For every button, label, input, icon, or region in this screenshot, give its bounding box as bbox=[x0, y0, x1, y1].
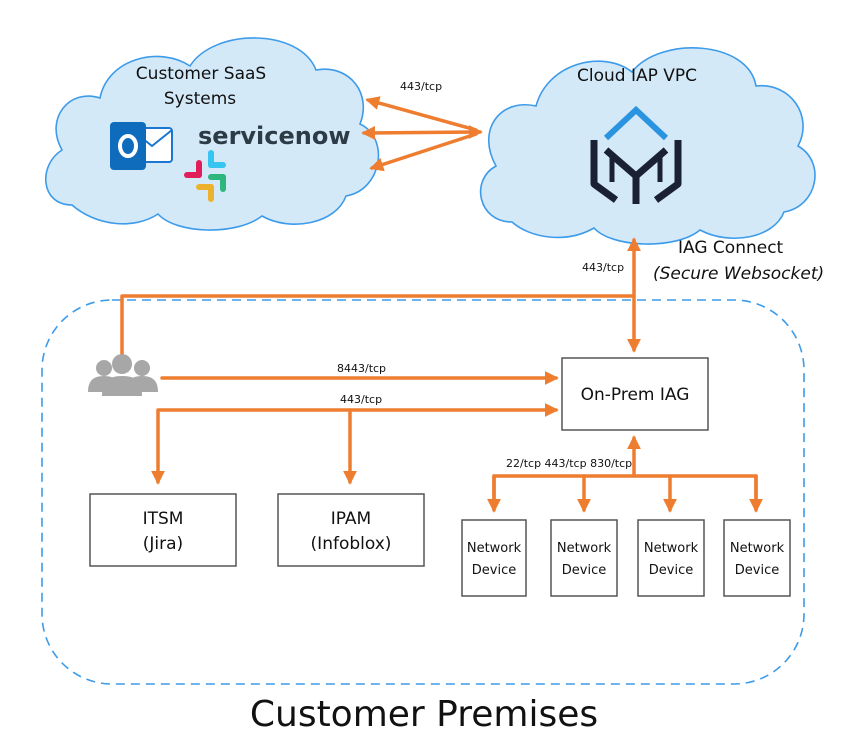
saas-title-line2: Systems bbox=[164, 89, 236, 109]
premises-boundary bbox=[41, 299, 805, 685]
network-device-3-line1: Network bbox=[644, 541, 699, 556]
itsm-box bbox=[89, 493, 237, 567]
itsm-label-line1: ITSM bbox=[143, 509, 184, 529]
users-port-label: 8443/tcp bbox=[337, 362, 386, 375]
network-device-4-line1: Network bbox=[730, 541, 785, 556]
on-prem-iag-box bbox=[561, 357, 709, 431]
network-device-3-line2: Device bbox=[649, 563, 693, 578]
network-device-4: Network Device bbox=[723, 519, 791, 597]
iag-connect-subtitle: (Secure Websocket) bbox=[653, 264, 824, 284]
outlook-icon bbox=[110, 122, 173, 170]
on-prem-iag-label: On-Prem IAG bbox=[581, 385, 690, 405]
network-device-3: Network Device bbox=[637, 519, 705, 597]
users-to-cloud-line bbox=[120, 294, 636, 358]
servicenow-logo: servicenow bbox=[198, 122, 351, 150]
saas-title-line1: Customer SaaS bbox=[136, 64, 266, 84]
itential-logo-icon bbox=[590, 105, 682, 204]
network-device-1-line1: Network bbox=[467, 541, 522, 556]
iag-connect-title: IAG Connect bbox=[678, 238, 784, 258]
network-device-1-line2: Device bbox=[472, 563, 516, 578]
connect-port-label: 443/tcp bbox=[582, 261, 624, 274]
saas-arrow-mid bbox=[361, 125, 478, 140]
network-device-4-line2: Device bbox=[735, 563, 779, 578]
network-device-2-line2: Device bbox=[562, 563, 606, 578]
network-device-2-line1: Network bbox=[557, 541, 612, 556]
device-bus-line bbox=[492, 474, 758, 510]
saas-port-label: 443/tcp bbox=[400, 80, 442, 93]
network-device-1: Network Device bbox=[461, 519, 527, 597]
ipam-label-line2: (Infoblox) bbox=[311, 534, 392, 554]
saas-cloud: Customer SaaS Systems bbox=[44, 37, 380, 231]
itsm-label-line2: (Jira) bbox=[143, 534, 183, 554]
itsm-ipam-bus bbox=[151, 403, 559, 485]
ipam-label-line1: IPAM bbox=[331, 509, 371, 529]
iap-cloud: Cloud IAP VPC bbox=[479, 47, 816, 245]
saas-arrow-top bbox=[365, 96, 478, 132]
devices-port-label: 22/tcp 443/tcp 830/tcp bbox=[506, 457, 632, 470]
saas-arrow-bottom bbox=[369, 132, 478, 172]
itsm-ipam-port-label: 443/tcp bbox=[340, 393, 382, 406]
slack-icon bbox=[184, 150, 226, 202]
premises-title: Customer Premises bbox=[250, 694, 598, 735]
iap-cloud-title: Cloud IAP VPC bbox=[577, 66, 697, 86]
users-icon bbox=[88, 354, 158, 396]
network-device-2: Network Device bbox=[550, 519, 618, 597]
ipam-box bbox=[277, 493, 425, 567]
